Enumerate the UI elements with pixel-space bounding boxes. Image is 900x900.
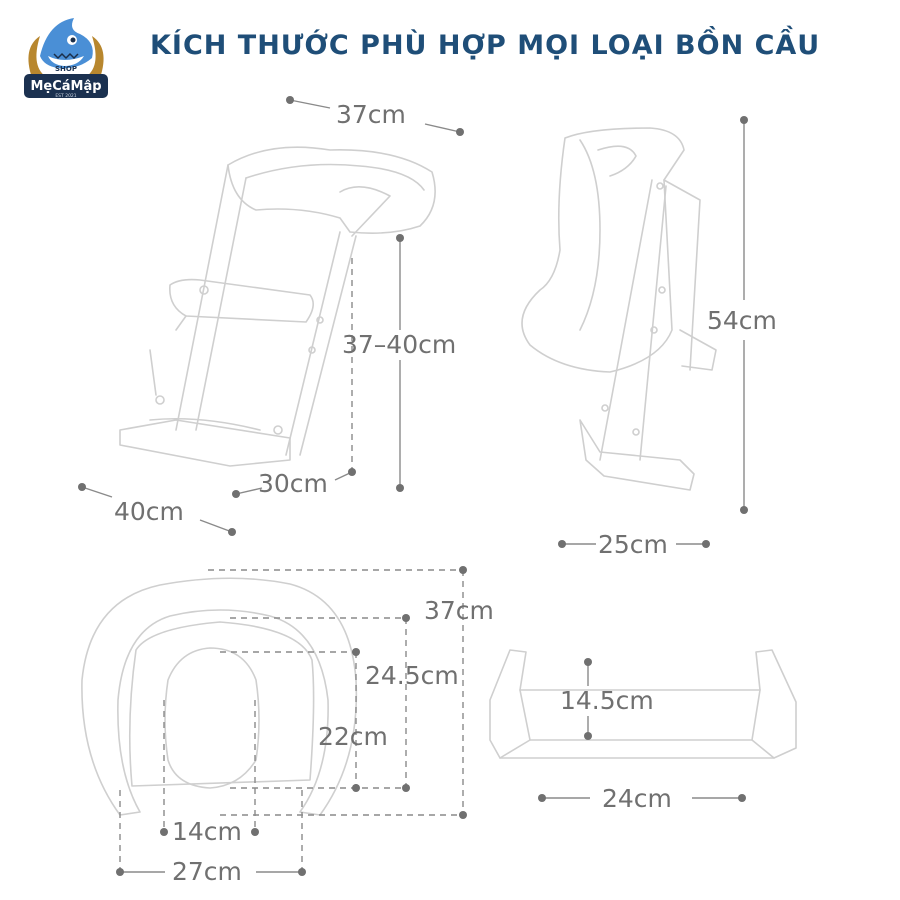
dimension-seat-mid-length: 24.5cm	[365, 661, 459, 690]
dimension-seat-outer-length: 37cm	[424, 596, 494, 625]
page-title: KÍCH THƯỚC PHÙ HỢP MỌI LOẠI BỒN CẦU	[150, 30, 821, 61]
shark-logo-icon: SHOP MẹCáMập EST 2021	[24, 18, 108, 99]
dimension-ladder-top-width: 37cm	[336, 100, 406, 129]
dimension-seat-inner-length: 22cm	[318, 722, 388, 751]
ladder-side-drawing	[521, 127, 717, 491]
shop-logo: SHOP MẹCáMập EST 2021	[18, 8, 114, 104]
dimension-step-depth: 14.5cm	[560, 686, 654, 715]
dimension-ladder-step-depth: 30cm	[258, 469, 328, 498]
dimension-seat-inner-width: 14cm	[172, 817, 242, 846]
logo-shop-label: SHOP	[55, 65, 77, 73]
logo-brand-text: MẹCáMập	[30, 79, 101, 94]
dimension-side-depth: 25cm	[598, 530, 668, 559]
step-front-drawing	[489, 649, 797, 759]
dimension-ladder-seat-height: 37–40cm	[342, 330, 457, 359]
dimension-seat-outer-width: 27cm	[172, 857, 242, 886]
dimension-step-width: 24cm	[602, 784, 672, 813]
dimension-side-height: 54cm	[707, 306, 777, 335]
seat-top-drawing	[81, 577, 358, 816]
ladder-front-drawing	[119, 146, 436, 467]
logo-est-text: EST 2021	[55, 93, 76, 99]
dimension-lines	[81, 99, 745, 873]
dimension-dots	[78, 96, 748, 876]
dimension-ladder-base-width: 40cm	[114, 497, 184, 526]
